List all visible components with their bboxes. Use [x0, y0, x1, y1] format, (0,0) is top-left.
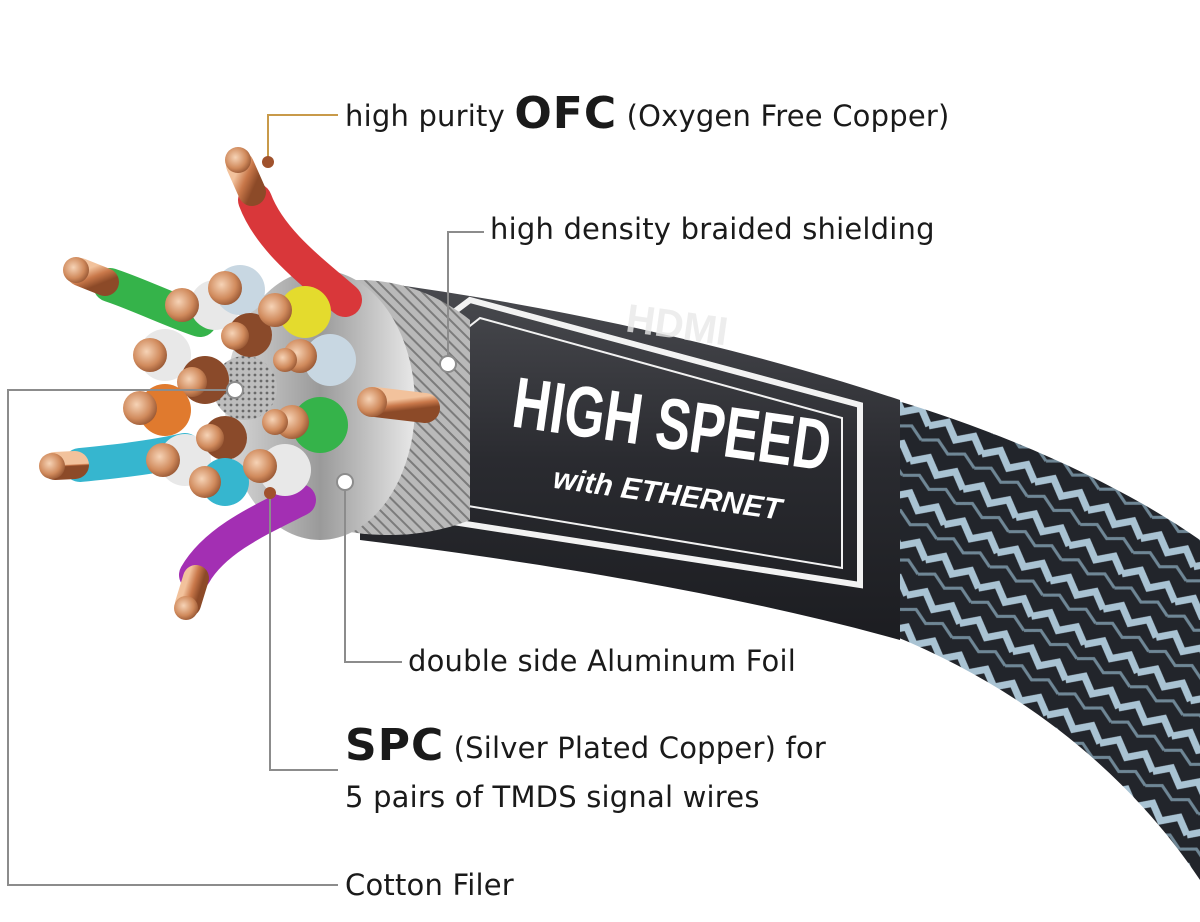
ofc-label-emphasis: OFC [514, 88, 618, 139]
wire-purple [174, 484, 316, 620]
braided-outer-jacket [820, 380, 1200, 880]
leader-dot-icon [439, 355, 457, 373]
filler-leader [7, 389, 338, 886]
leader-dot-icon [262, 156, 274, 168]
pair-5 [189, 397, 348, 506]
leader-dots [226, 156, 457, 499]
leader-dot-icon [264, 487, 276, 499]
leader-lines [7, 114, 484, 886]
copper-conductor-icon [174, 596, 198, 620]
copper-conductor-icon [63, 257, 89, 283]
shielding-label: high density braided shielding [490, 212, 935, 246]
foil-label: double side Aluminum Foil [408, 644, 797, 678]
pair-2 [165, 265, 272, 357]
copper-conductor-icon [357, 387, 387, 417]
ofc-label: high purity OFC (Oxygen Free Copper) [345, 88, 950, 139]
leader-dot-icon [336, 473, 354, 491]
pair-4 [123, 384, 247, 486]
pair-3 [258, 286, 356, 386]
spc-leader [269, 493, 338, 771]
ofc-leader [267, 114, 338, 160]
ofc-label-prefix: high purity [345, 99, 505, 133]
wire-red [225, 147, 362, 317]
copper-conductor-icon [225, 147, 251, 173]
shielding-leader [447, 231, 484, 362]
spc-label-line1: (Silver Plated Copper) for [453, 731, 826, 765]
copper-conductor-icon [39, 453, 65, 479]
ofc-label-suffix: (Oxygen Free Copper) [626, 99, 950, 133]
spc-label-line2: 5 pairs of TMDS signal wires [345, 780, 760, 814]
twisted-pairs [123, 265, 440, 506]
filler-label: Cotton Filer [345, 868, 514, 902]
spc-label-emphasis: SPC [345, 720, 445, 771]
foil-leader [344, 482, 402, 663]
pair-1 [133, 329, 229, 404]
spc-label: SPC (Silver Plated Copper) for [345, 720, 826, 771]
leader-dot-icon [226, 381, 244, 399]
